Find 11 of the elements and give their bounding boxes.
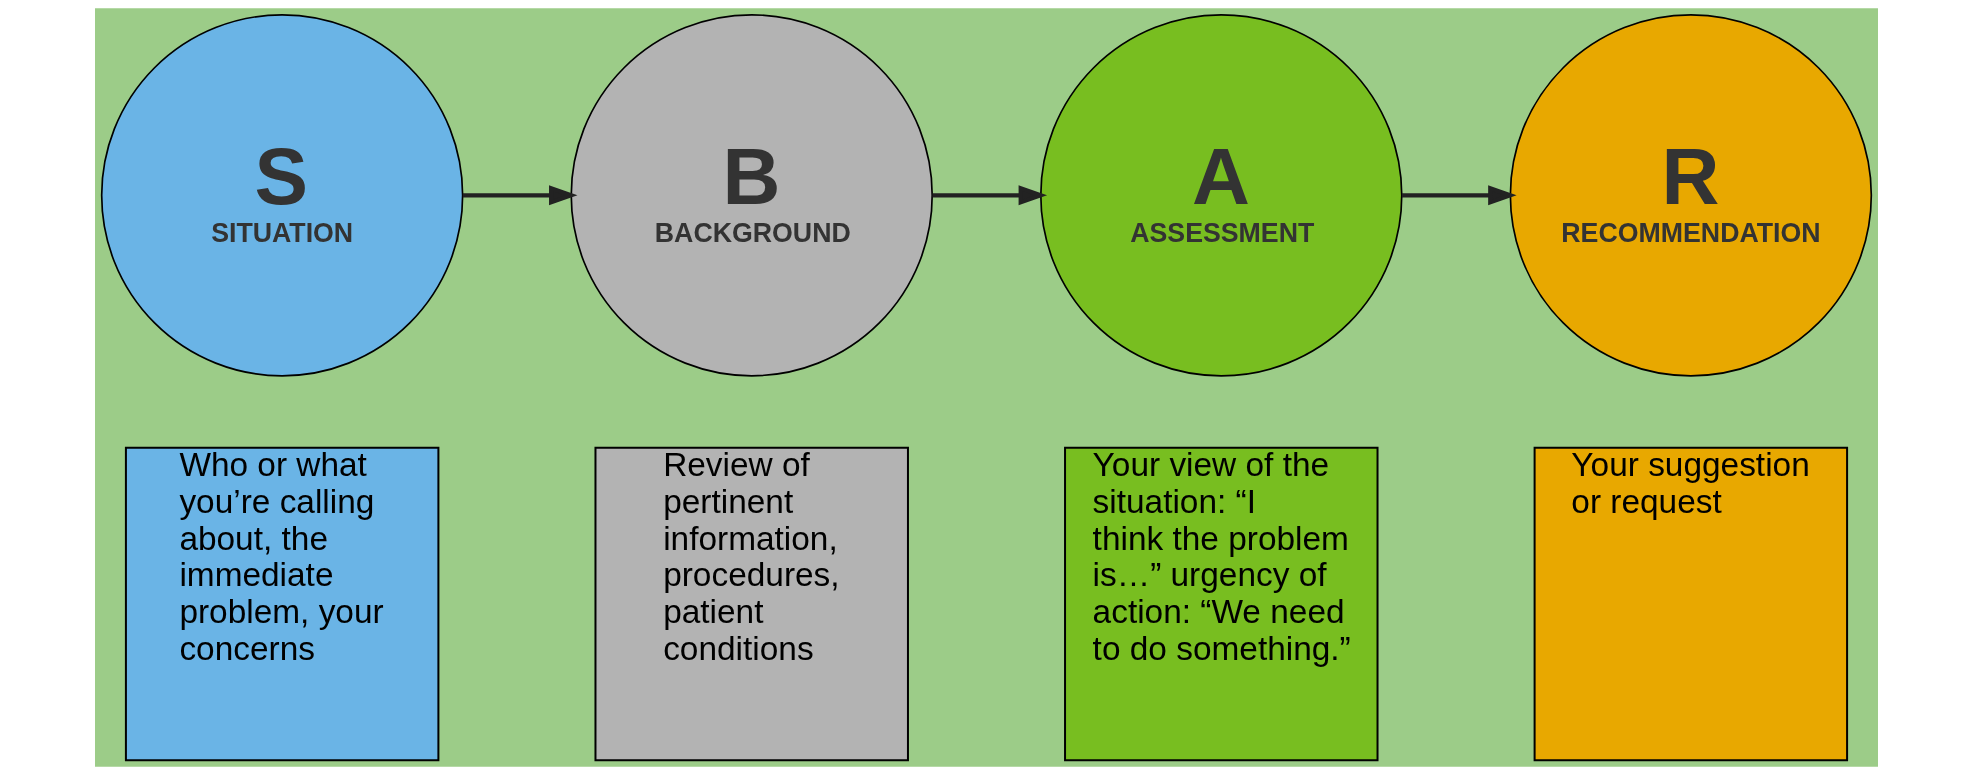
arrow [932,185,1048,206]
node-circle: S SITUATION [100,14,464,377]
node-box: Review of pertinent information, procedures, patient conditions [594,446,909,762]
node-box: Your suggestion or request [1533,446,1849,762]
node-box: Who or what you’re calling about, the immediate problem, your concerns [124,446,440,762]
node-box: Your view of the situation: “I think the problem is…” urgency of action: “We need to do something.” [1064,446,1379,762]
node-circle: B BACKGROUND [570,14,934,377]
node-circle: A ASSESSMENT [1039,14,1403,377]
arrow [1401,185,1517,206]
node-circle: R RECOMMENDATION [1509,14,1873,377]
arrow [462,185,578,206]
